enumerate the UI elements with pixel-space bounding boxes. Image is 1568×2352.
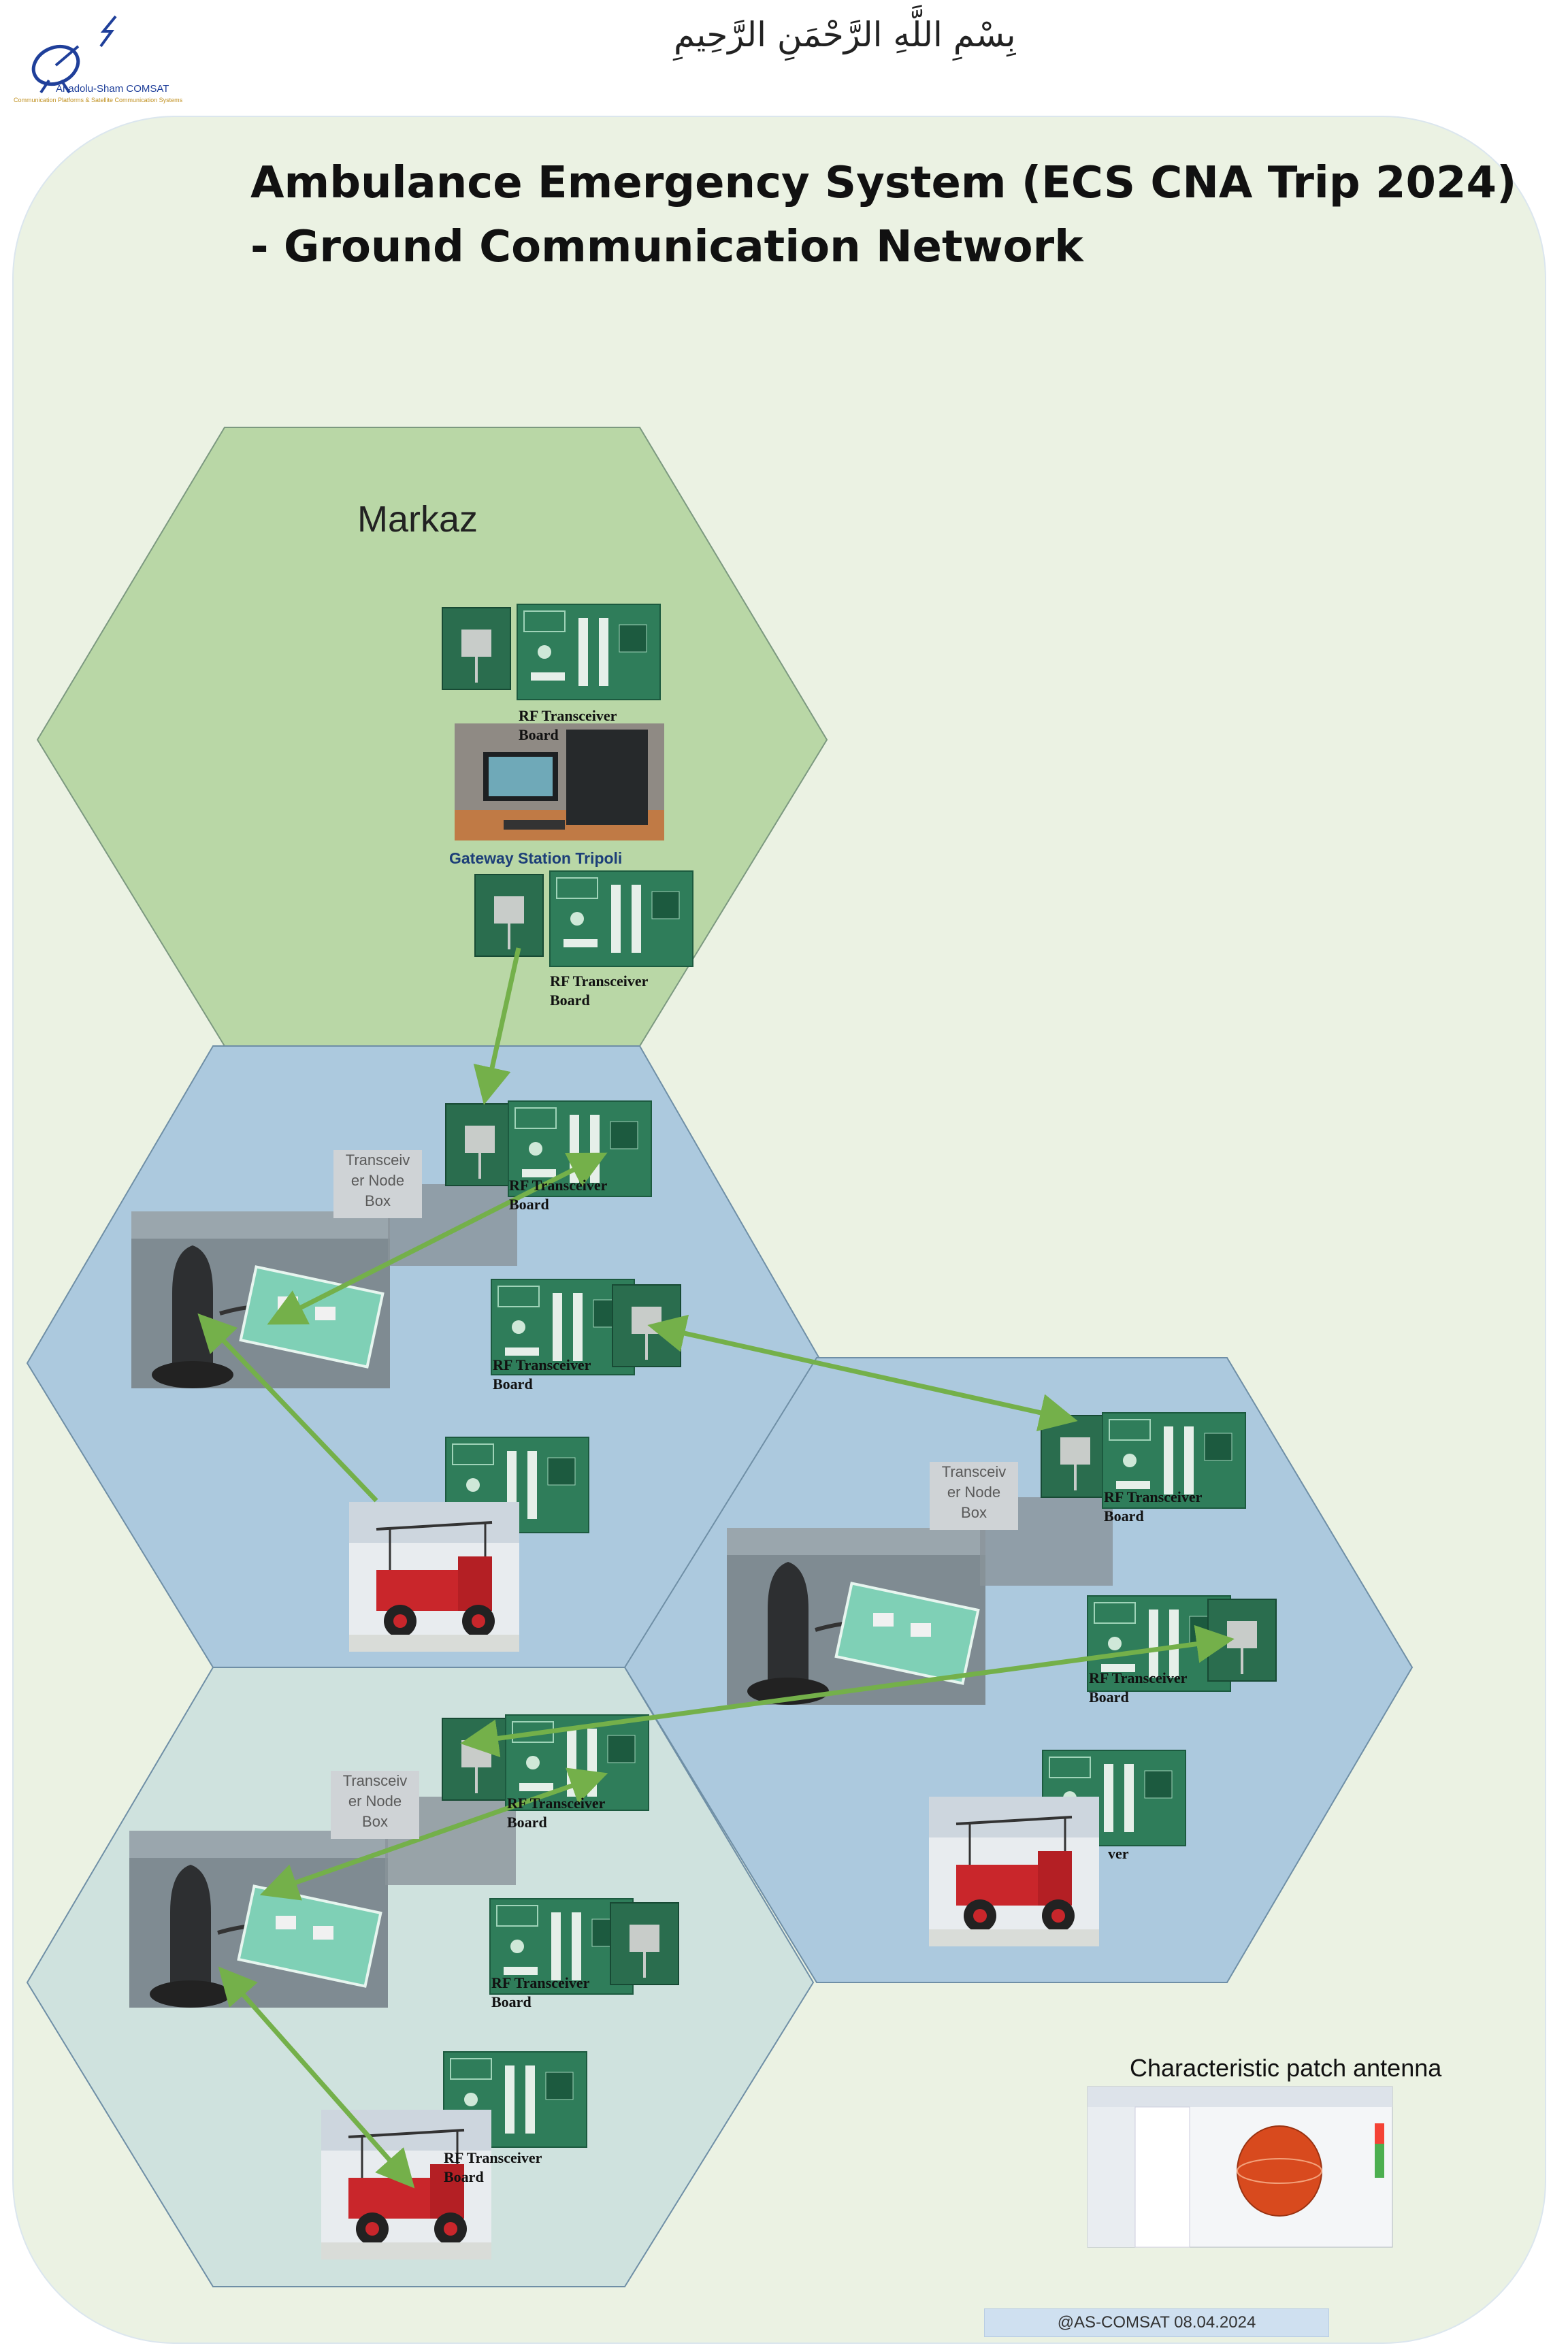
markaz-rf-board-bottom <box>474 870 693 967</box>
footer-credit: @AS-COMSAT 08.04.2024 <box>984 2308 1329 2337</box>
link-cell4-vehicle-to-node <box>218 1966 415 2189</box>
rf-board-label: RF Transceiver Board <box>519 706 617 745</box>
node-box-label: Transceiv er Node Box <box>333 1150 422 1218</box>
link-gateway-to-cell2 <box>473 947 521 1105</box>
page-title: Ambulance Emergency System (ECS CNA Trip… <box>250 151 1517 279</box>
rf-board-label-line2: Board <box>519 726 559 743</box>
rf-board-label-line1: RF Transceiver <box>550 973 649 990</box>
node-box-label-l1: Transceiv <box>345 1152 410 1169</box>
rf-board-label-line2: Board <box>1089 1688 1129 1705</box>
link-cell2-to-cell3 <box>647 1314 1078 1432</box>
link-cell3-to-cell4 <box>460 1624 1235 1758</box>
bismillah-calligraphy: بِسْمِ اللَّهِ الرَّحْمَنِ الرَّحِيمِ <box>674 15 1016 54</box>
satellite-dish-icon <box>31 15 117 94</box>
rf-board-label-line2: Board <box>491 1993 532 2010</box>
rf-board-label-line2: Board <box>507 1814 547 1831</box>
cell4-node-photo <box>129 1831 388 2008</box>
rf-board-label-line1: RF Transceiver <box>1104 1488 1203 1505</box>
rf-board-label-line2: Board <box>1104 1507 1144 1524</box>
rf-board-label-line1: RF Transceiver <box>491 1974 590 1991</box>
rf-board-label: RF Transceiver Board <box>1089 1669 1187 1707</box>
node-box-label-l1: Transceiv <box>342 1772 408 1789</box>
node-box-label-l3: Box <box>961 1504 987 1521</box>
node-box-label: Transceiv er Node Box <box>331 1771 419 1839</box>
as-comsat-logo: Anadolu-Sham COMSAT Communication Platfo… <box>14 12 184 114</box>
rf-board-label: RF Transceiver Board <box>444 2149 542 2187</box>
cell2-node-photo <box>131 1211 390 1388</box>
link-cell2-vehicle-to-node <box>197 1313 378 1503</box>
node-box-label: Transceiv er Node Box <box>930 1462 1018 1530</box>
rf-board-label: RF Transceiver Board <box>550 972 648 1010</box>
node-box-label-l1: Transceiv <box>941 1463 1007 1480</box>
rf-board-label: RF Transceiver Board <box>491 1974 589 2012</box>
rf-board-label-line1: RF Transceiver <box>509 1177 608 1194</box>
rf-board-label-line2: Board <box>493 1375 533 1392</box>
rf-board-label: RF Transceiver Board <box>493 1356 591 1394</box>
rf-board-label: RF Transceiver Board <box>1104 1488 1202 1526</box>
rf-board-label: RF Transceiver Board <box>507 1794 605 1832</box>
node-box-label-l3: Box <box>365 1192 391 1209</box>
rf-board-label-line1: RF Transceiver <box>507 1795 606 1812</box>
rf-board-label-line2: Board <box>444 2168 484 2185</box>
logo-tagline: Communication Platforms & Satellite Comm… <box>14 97 183 103</box>
node-box-label-l3: Box <box>362 1813 388 1830</box>
node-box-label-l2: er Node <box>350 1172 405 1189</box>
title-line-1: Ambulance Emergency System (ECS CNA Trip… <box>250 158 1517 208</box>
rf-board-label-line1: RF Transceiver <box>444 2149 542 2166</box>
markaz-rf-board-top <box>441 604 661 700</box>
cell3-ambulance-vehicle <box>928 1795 1100 1948</box>
rf-board-label-line2: Board <box>550 992 590 1009</box>
rf-board-label-partial: ver <box>1108 1845 1129 1862</box>
gateway-station-photo <box>455 723 664 840</box>
cell-label-markaz: Markaz <box>357 499 478 540</box>
rf-board-label-line1: RF Transceiver <box>519 707 617 724</box>
node-box-label-l2: er Node <box>348 1793 402 1810</box>
rf-board-label: RF Transceiver Board <box>509 1176 607 1214</box>
gateway-station-label: Gateway Station Tripoli <box>449 849 623 867</box>
patch-antenna-simulation-screenshot <box>1087 2086 1393 2248</box>
rf-board-label-line1: RF Transceiver <box>1089 1669 1188 1686</box>
antenna-caption: Characteristic patch antenna <box>1130 2054 1442 2082</box>
rf-board-label-line2: Board <box>509 1196 549 1213</box>
logo-name: Anadolu-Sham COMSAT <box>56 83 169 95</box>
link-cell4-node-to-board <box>259 1767 608 1901</box>
title-line-2: - Ground Communication Network <box>250 222 1083 272</box>
rf-board-label-line1: RF Transceiver <box>493 1356 591 1373</box>
cell2-ambulance-vehicle <box>348 1501 521 1653</box>
link-cell2-node-to-board <box>267 1152 608 1325</box>
node-box-label-l2: er Node <box>947 1484 1001 1501</box>
